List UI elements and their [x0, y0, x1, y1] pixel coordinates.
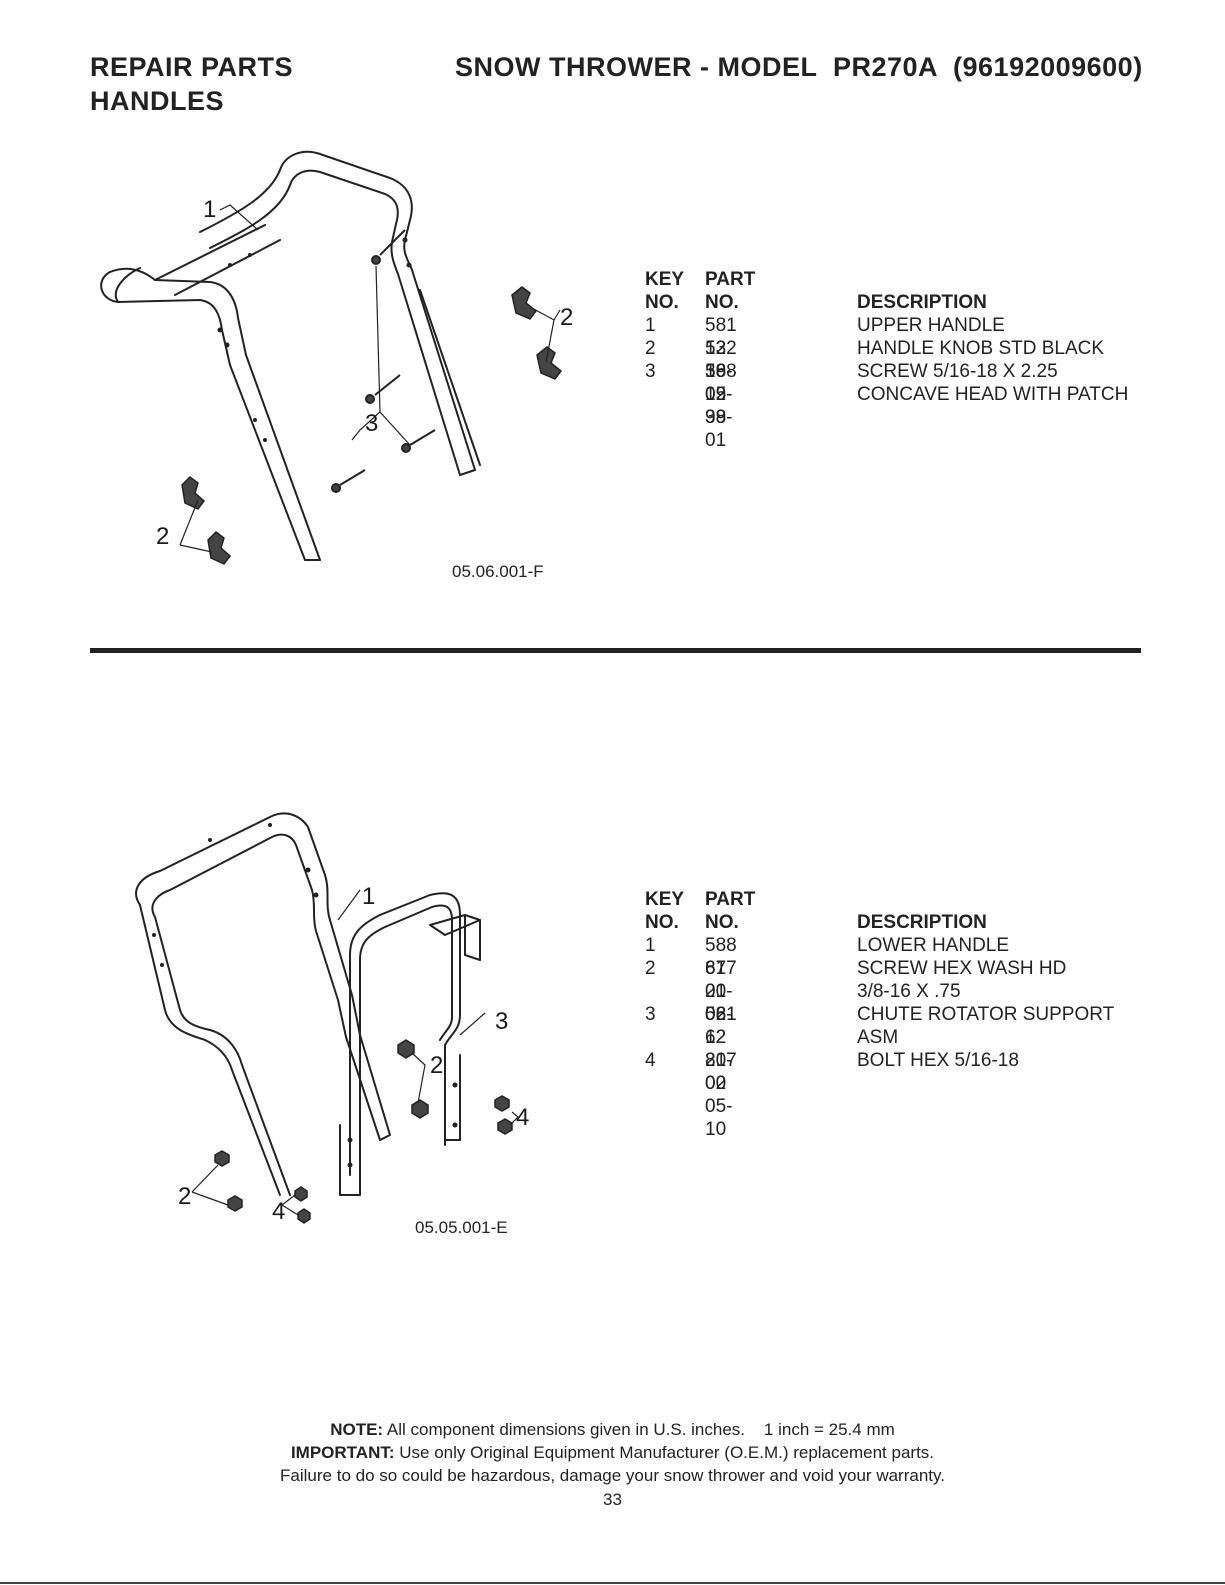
key-cell: 1: [645, 315, 656, 336]
page-title: SNOW THROWER - MODEL PR270A (96192009600…: [455, 52, 1143, 82]
column-header-part: PART: [705, 889, 756, 910]
key-cell: 1: [645, 935, 656, 956]
part-cell: 532 19 19-38: [705, 338, 737, 428]
key-cell: 3: [645, 361, 656, 382]
footer-notes: NOTE: All component dimensions given in …: [0, 1418, 1225, 1511]
part-cell: 817 00 05-10: [705, 1050, 737, 1140]
callout-4: 4: [516, 1104, 530, 1131]
description-cell: ASM: [857, 1027, 899, 1048]
hex-bolt-icon: [294, 1095, 513, 1224]
part-cell: 581 62 20-02: [705, 1004, 737, 1094]
callout-2: 2: [178, 1183, 192, 1210]
column-header-part: NO.: [705, 292, 739, 313]
note-text: All component dimensions given in U.S. i…: [386, 1420, 895, 1439]
description-cell: SCREW HEX WASH HD: [857, 958, 1067, 979]
upper-handle-diagram: [100, 150, 563, 565]
hex-screw-icon: [214, 1039, 429, 1212]
callout-2: 2: [430, 1052, 444, 1079]
callout-4: 4: [272, 1198, 286, 1225]
section-title: REPAIR PARTS: [90, 52, 294, 82]
warning-text: Failure to do so could be hazardous, dam…: [280, 1466, 945, 1485]
section-heading: REPAIR PARTS HANDLES: [90, 50, 293, 118]
handle-knob-icon: [181, 476, 232, 565]
part-cell: 581 12 36-02: [705, 315, 737, 405]
section-divider: [90, 648, 1141, 653]
callout-2: 2: [156, 523, 170, 550]
column-header-key: KEY: [645, 269, 685, 290]
description-cell: HANDLE KNOB STD BLACK: [857, 338, 1105, 359]
callout-2: 2: [560, 304, 574, 331]
lower-handle-diagram: [135, 812, 519, 1224]
important-text: Use only Original Equipment Manufacturer…: [399, 1443, 935, 1462]
description-cell: SCREW 5/16-18 X 2.25: [857, 361, 1058, 382]
note-label: NOTE:: [330, 1420, 384, 1439]
column-header-part: PART: [705, 269, 756, 290]
callout-3: 3: [365, 410, 379, 437]
column-header-key: KEY: [645, 889, 685, 910]
handle-knob-icon: [511, 286, 563, 380]
description-cell: UPPER HANDLE: [857, 315, 1005, 336]
key-cell: 2: [645, 958, 656, 979]
column-header-key: NO.: [645, 292, 679, 313]
note-line: NOTE: All component dimensions given in …: [0, 1418, 1225, 1441]
callout-1: 1: [203, 196, 217, 223]
column-header-part: NO.: [705, 912, 739, 933]
important-line: IMPORTANT: Use only Original Equipment M…: [0, 1441, 1225, 1464]
column-header-description: DESCRIPTION: [857, 292, 987, 313]
key-cell: 2: [645, 338, 656, 359]
column-header-key: NO.: [645, 912, 679, 933]
callout-3: 3: [495, 1008, 509, 1035]
page-bottom-rule: [0, 1582, 1225, 1584]
page-number: 33: [603, 1490, 622, 1509]
description-cell: BOLT HEX 5/16-18: [857, 1050, 1019, 1071]
part-cell: 588 67 21-02: [705, 935, 737, 1025]
description-cell: LOWER HANDLE: [857, 935, 1010, 956]
figure-code: 05.05.001-E: [415, 1218, 508, 1237]
screw-icon: [331, 229, 436, 493]
description-cell: CONCAVE HEAD WITH PATCH: [857, 384, 1129, 405]
figure-code: 05.06.001-F: [452, 562, 544, 581]
callout-1: 1: [362, 883, 376, 910]
description-cell: 3/8-16 X .75: [857, 981, 961, 1002]
key-cell: 3: [645, 1004, 656, 1025]
important-label: IMPORTANT:: [290, 1443, 395, 1462]
part-cell: 817 00 06-12: [705, 958, 737, 1048]
description-cell: CHUTE ROTATOR SUPPORT: [857, 1004, 1115, 1025]
subsection-title: HANDLES: [90, 86, 225, 116]
column-header-description: DESCRIPTION: [857, 912, 987, 933]
key-cell: 4: [645, 1050, 656, 1071]
part-cell: 588 05 99-01: [705, 361, 737, 451]
